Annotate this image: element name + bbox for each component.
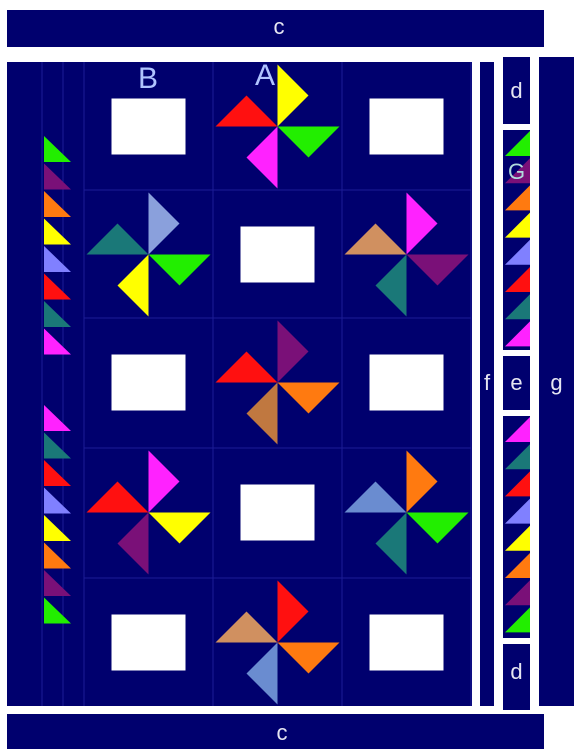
pinwheel-r5c2-blade-right: [278, 643, 340, 674]
white-block-r2c2: [241, 227, 315, 283]
white-block-r1c1: [112, 99, 186, 155]
pinwheel-r2c1-blade-left: [87, 224, 149, 255]
right-strip-upper-triangle-4: [505, 213, 530, 238]
right-strip-lower-triangle-5: [505, 526, 530, 551]
pinwheel-r1c2-blade-right: [278, 127, 340, 158]
pinwheel-r4c3-blade-right: [407, 513, 469, 544]
right-strip-lower-triangle-7: [505, 580, 530, 605]
pinwheel-r2c1-blade-down: [118, 255, 149, 317]
left-strip-upper-triangle-2: [44, 164, 71, 190]
pinwheel-r4c3-blade-up: [407, 451, 438, 513]
white-block-r5c3: [370, 615, 444, 671]
left-strip-upper-triangle-1: [44, 136, 71, 162]
left-strip-lower-triangle-4: [44, 488, 71, 514]
left-strip-lower-triangle-1: [44, 405, 71, 431]
label-d-top: d: [503, 80, 530, 102]
right-strip-lower-triangle-3: [505, 471, 530, 496]
pinwheel-r1c2-blade-down: [247, 127, 278, 189]
left-strip-lower-triangle-8: [44, 598, 71, 624]
label-g-upper: G: [503, 161, 530, 183]
pinwheel-r3c2-blade-up: [278, 321, 309, 383]
left-strip-lower-triangle-7: [44, 570, 71, 596]
label-c-bottom: c: [268, 722, 296, 744]
right-strip-upper-triangle-5: [505, 240, 530, 265]
label-g: g: [539, 372, 574, 394]
left-strip-upper-triangle-4: [44, 219, 71, 245]
left-strip-upper-triangle-7: [44, 301, 71, 327]
label-d-bottom: d: [503, 661, 530, 683]
pinwheel-r2c3-blade-right: [407, 255, 469, 286]
white-block-r1c3: [370, 99, 444, 155]
pinwheel-r3c2-blade-down: [247, 383, 278, 445]
label-a: A: [250, 61, 280, 91]
right-strip-upper-triangle-1: [505, 131, 530, 156]
pinwheel-r2c3-blade-up: [407, 193, 438, 255]
right-strip-upper-triangle-3: [505, 185, 530, 210]
left-strip-upper-triangle-5: [44, 246, 71, 272]
right-strip-upper-triangle-6: [505, 267, 530, 292]
pinwheel-r1c2-blade-left: [216, 96, 278, 127]
pinwheel-r5c2-blade-up: [278, 581, 309, 643]
pinwheel-r2c1-blade-right: [149, 255, 211, 286]
label-c-top: c: [265, 16, 293, 38]
label-b: B: [133, 64, 163, 94]
label-f: f: [476, 372, 498, 394]
pinwheel-r1c2-blade-up: [278, 65, 309, 127]
right-strip-upper-triangle-7: [505, 294, 530, 319]
pinwheel-r4c3-blade-left: [345, 482, 407, 513]
pinwheel-r5c2-blade-left: [216, 612, 278, 643]
white-block-r3c1: [112, 355, 186, 411]
pinwheel-r3c2-blade-left: [216, 352, 278, 383]
left-strip-upper-triangle-8: [44, 329, 71, 355]
pinwheel-r2c3-blade-down: [376, 255, 407, 317]
pinwheel-r3c2-blade-right: [278, 383, 340, 414]
pinwheel-r4c1-blade-left: [87, 482, 149, 513]
pinwheel-r2c3-blade-left: [345, 224, 407, 255]
pinwheel-r2c1-blade-up: [149, 193, 180, 255]
pinwheel-r4c1-blade-right: [149, 513, 211, 544]
right-strip-lower-triangle-1: [505, 417, 530, 442]
left-strip-upper-triangle-6: [44, 274, 71, 300]
right-strip-lower-triangle-6: [505, 553, 530, 578]
left-strip-upper-triangle-3: [44, 191, 71, 217]
pinwheel-r4c3-blade-down: [376, 513, 407, 575]
left-strip-lower-triangle-6: [44, 543, 71, 569]
right-strip-lower-triangle-4: [505, 499, 530, 524]
pinwheel-r5c2-blade-down: [247, 643, 278, 705]
label-e: e: [503, 372, 530, 394]
right-strip-lower-triangle-2: [505, 444, 530, 469]
white-block-r5c1: [112, 615, 186, 671]
left-strip-lower-triangle-2: [44, 433, 71, 459]
pinwheel-r4c1-blade-up: [149, 451, 180, 513]
right-strip-upper-triangle-8: [505, 321, 530, 346]
pinwheel-r4c1-blade-down: [118, 513, 149, 575]
right-strip-lower-triangle-8: [505, 607, 530, 632]
white-block-r3c3: [370, 355, 444, 411]
left-strip-lower-triangle-3: [44, 460, 71, 486]
left-strip-lower-triangle-5: [44, 515, 71, 541]
white-block-r4c2: [241, 485, 315, 541]
